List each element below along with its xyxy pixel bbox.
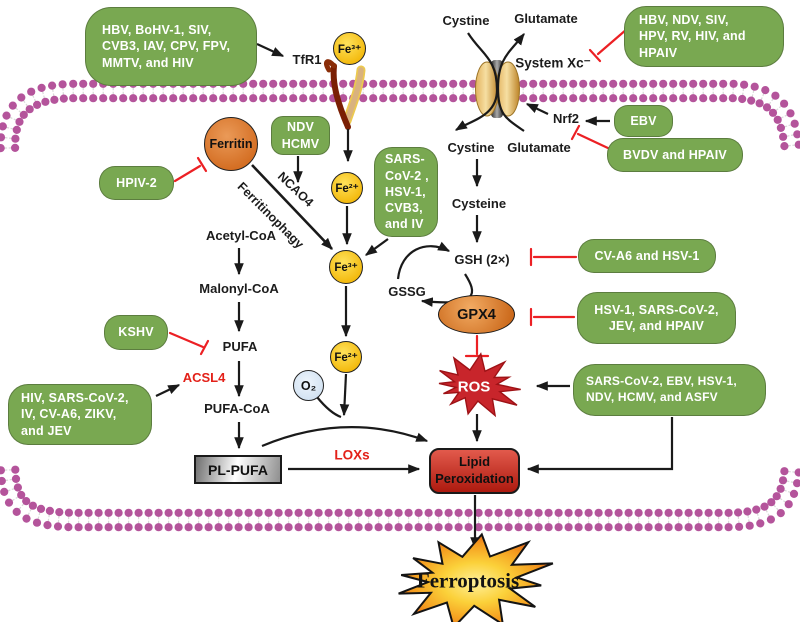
arrow-viruses-to-lipid-bent: [526, 417, 674, 474]
label-gsh: GSH (2×): [454, 251, 510, 267]
label-system-xc: System Xc⁻: [515, 55, 591, 71]
label-tfr1: TfR1: [292, 51, 322, 67]
virus-box-system-xc: HBV, NDV, SIV, HPV, RV, HIV, and HPAIV: [624, 6, 784, 67]
arrow-viruses-to-acsl4: [155, 384, 181, 397]
fe3-extracellular-circle: Fe³⁺: [333, 32, 366, 65]
tfr1-receptor-shape: [324, 59, 366, 130]
inhibition-lines: [168, 27, 629, 358]
virus-box-iron: SARS- CoV-2 , HSV-1, CVB3, and IV: [374, 147, 438, 237]
label-acetyl-coa: Acetyl-CoA: [205, 227, 277, 243]
gpx4-oval: GPX4: [438, 295, 515, 334]
label-glutamate-out: Glutamate: [514, 10, 578, 26]
label-pufa: PUFA: [222, 338, 258, 354]
burst-shapes: [398, 352, 554, 622]
label-pufa-coa: PUFA-CoA: [204, 400, 270, 416]
virus-box-bvdv: BVDV and HPAIV: [607, 138, 743, 172]
label-loxs: LOXs: [334, 447, 370, 463]
virus-box-gpx4: HSV-1, SARS-CoV-2, JEV, and HPAIV: [577, 292, 736, 344]
pl-pufa-box: PL-PUFA: [194, 455, 282, 484]
fe2-imported-circle: Fe²⁺: [331, 172, 363, 204]
label-acsl4: ACSL4: [182, 369, 226, 385]
label-cysteine: Cysteine: [451, 195, 507, 211]
label-ferroptosis: Ferroptosis: [416, 568, 520, 593]
inhibit-hpiv2-ferritin: [173, 164, 202, 183]
arrow-viruses-to-tfr1: [256, 43, 285, 57]
virus-box-acsl4: HIV, SARS-CoV-2, IV, CV-A6, ZIKV, and JE…: [8, 384, 152, 445]
virus-box-ndv-hcmv: NDV HCMV: [271, 116, 330, 155]
curve-glutamate-export: [496, 33, 525, 132]
inhibit-bvdv-nrf2: [576, 132, 612, 151]
virus-box-tfr1: HBV, BoHV-1, SIV, CVB3, IAV, CPV, FPV, M…: [85, 7, 257, 86]
ferritin-circle: Ferritin: [204, 117, 258, 171]
virus-box-ebv: EBV: [614, 105, 673, 137]
label-ros: ROS: [457, 378, 491, 396]
arrow-nrf2-to-xc: [525, 103, 549, 115]
o2-circle: O₂: [293, 370, 324, 401]
label-nrf2: Nrf2: [552, 110, 580, 126]
arrow-ferritinophagy: [251, 164, 333, 250]
curve-gssg-to-gsh: [396, 241, 451, 280]
ferroptosis-burst: [398, 532, 554, 622]
arrow-ironviruses-to-fe3: [365, 238, 389, 256]
label-malonyl-coa: Malonyl-CoA: [199, 280, 279, 296]
virus-box-hpiv2: HPIV-2: [99, 166, 174, 200]
label-cystine-out: Cystine: [442, 12, 490, 28]
label-cystine-in: Cystine: [447, 139, 495, 155]
label-glutamate-in: Glutamate: [507, 139, 571, 155]
inhibit-kshv-pufa: [168, 331, 205, 349]
lipid-peroxidation-box: Lipid Peroxidation: [429, 448, 520, 494]
fe3-labile-circle: Fe³⁺: [329, 250, 363, 284]
arc-fenton-to-lipid: [261, 426, 429, 448]
virus-box-gsh: CV-A6 and HSV-1: [578, 239, 716, 273]
black-arrows: [155, 32, 674, 550]
label-gssg: GSSG: [388, 283, 426, 299]
ros-burst: [438, 352, 521, 418]
inhibit-viruses-systemxc: [596, 27, 629, 56]
fe2-fenton-circle: Fe²⁺: [330, 341, 362, 373]
virus-box-kshv: KSHV: [104, 315, 168, 350]
virus-box-ros: SARS-CoV-2, EBV, HSV-1, NDV, HCMV, and A…: [573, 364, 766, 416]
arrow-fe2-down: [339, 373, 350, 417]
curve-o2-join: [316, 396, 342, 419]
